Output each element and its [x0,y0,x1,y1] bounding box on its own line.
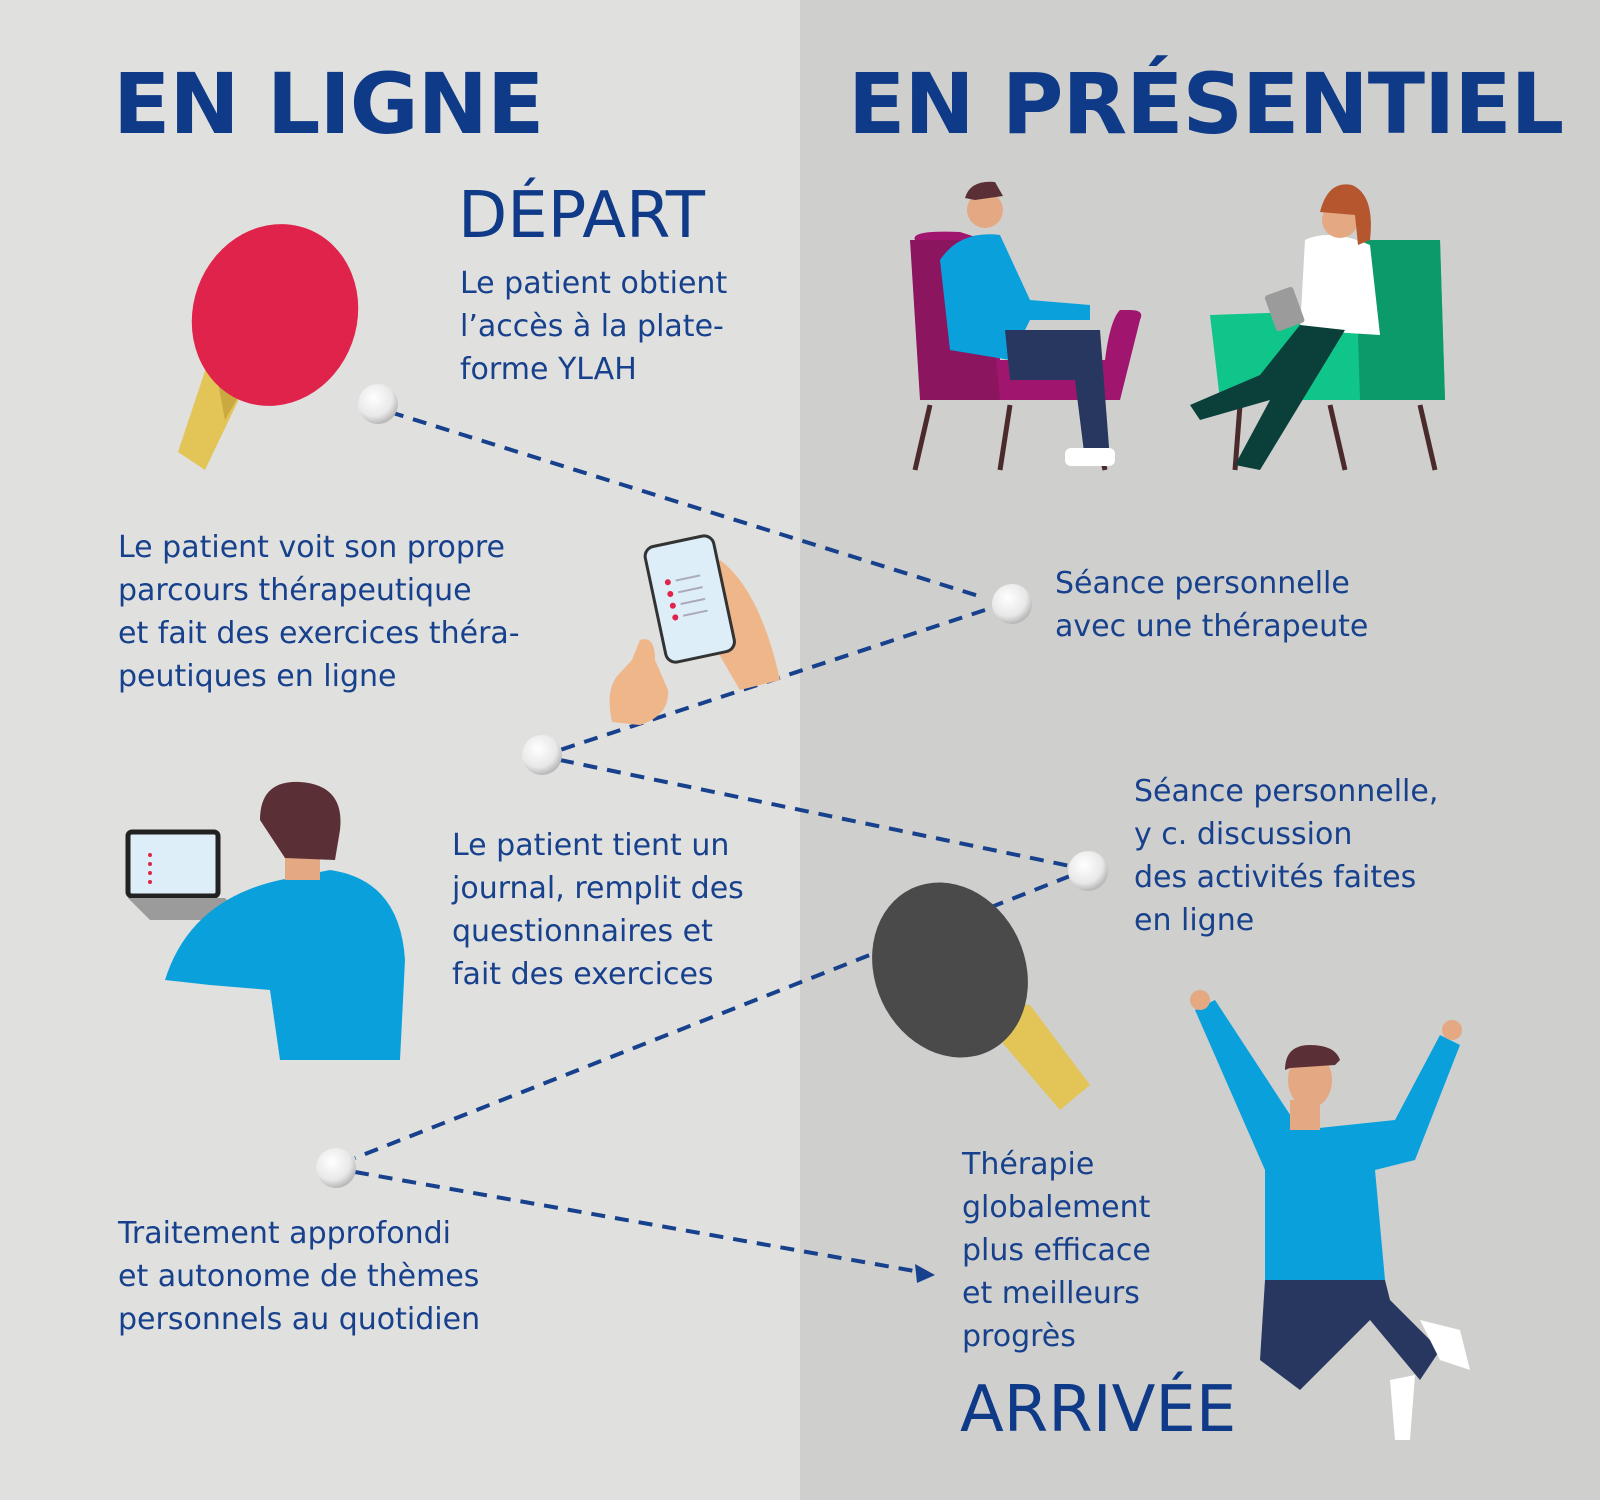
heading-finish: ARRIVÉE [960,1373,1237,1447]
ball-icon [992,584,1032,624]
black-paddle-icon [872,882,1090,1110]
red-paddle-icon [178,224,359,470]
step-autonomous-text: Traitement approfondi et autonome de thè… [118,1216,481,1337]
phone-hand-icon [609,534,780,725]
laptop-user-illustration [125,781,405,1060]
step-session1-text: Séance personnelle avec une thérapeute [1055,566,1369,644]
therapy-session-illustration [910,181,1445,471]
online-panel [0,0,800,1500]
step-session2-text: Séance personnelle, y c. discussion des … [1134,774,1439,938]
ball-icon [316,1148,356,1188]
jumping-person-illustration [1190,990,1470,1440]
step-own-path-text: Le patient voit son propre parcours thér… [118,530,520,694]
heading-online: EN LIGNE [113,55,544,153]
arrow-head-icon [915,1264,935,1283]
heading-start: DÉPART [458,179,705,253]
ball-icon [522,735,562,775]
step-finish-text: Thérapie globalement plus efficace et me… [962,1147,1151,1354]
step-journal-text: Le patient tient un journal, remplit des… [452,828,744,992]
step-start-text: Le patient obtient l’accès à la plate- f… [460,266,728,387]
ball-icon [1068,851,1108,891]
ball-icon [358,384,398,424]
heading-in-person: EN PRÉSENTIEL [848,55,1564,153]
